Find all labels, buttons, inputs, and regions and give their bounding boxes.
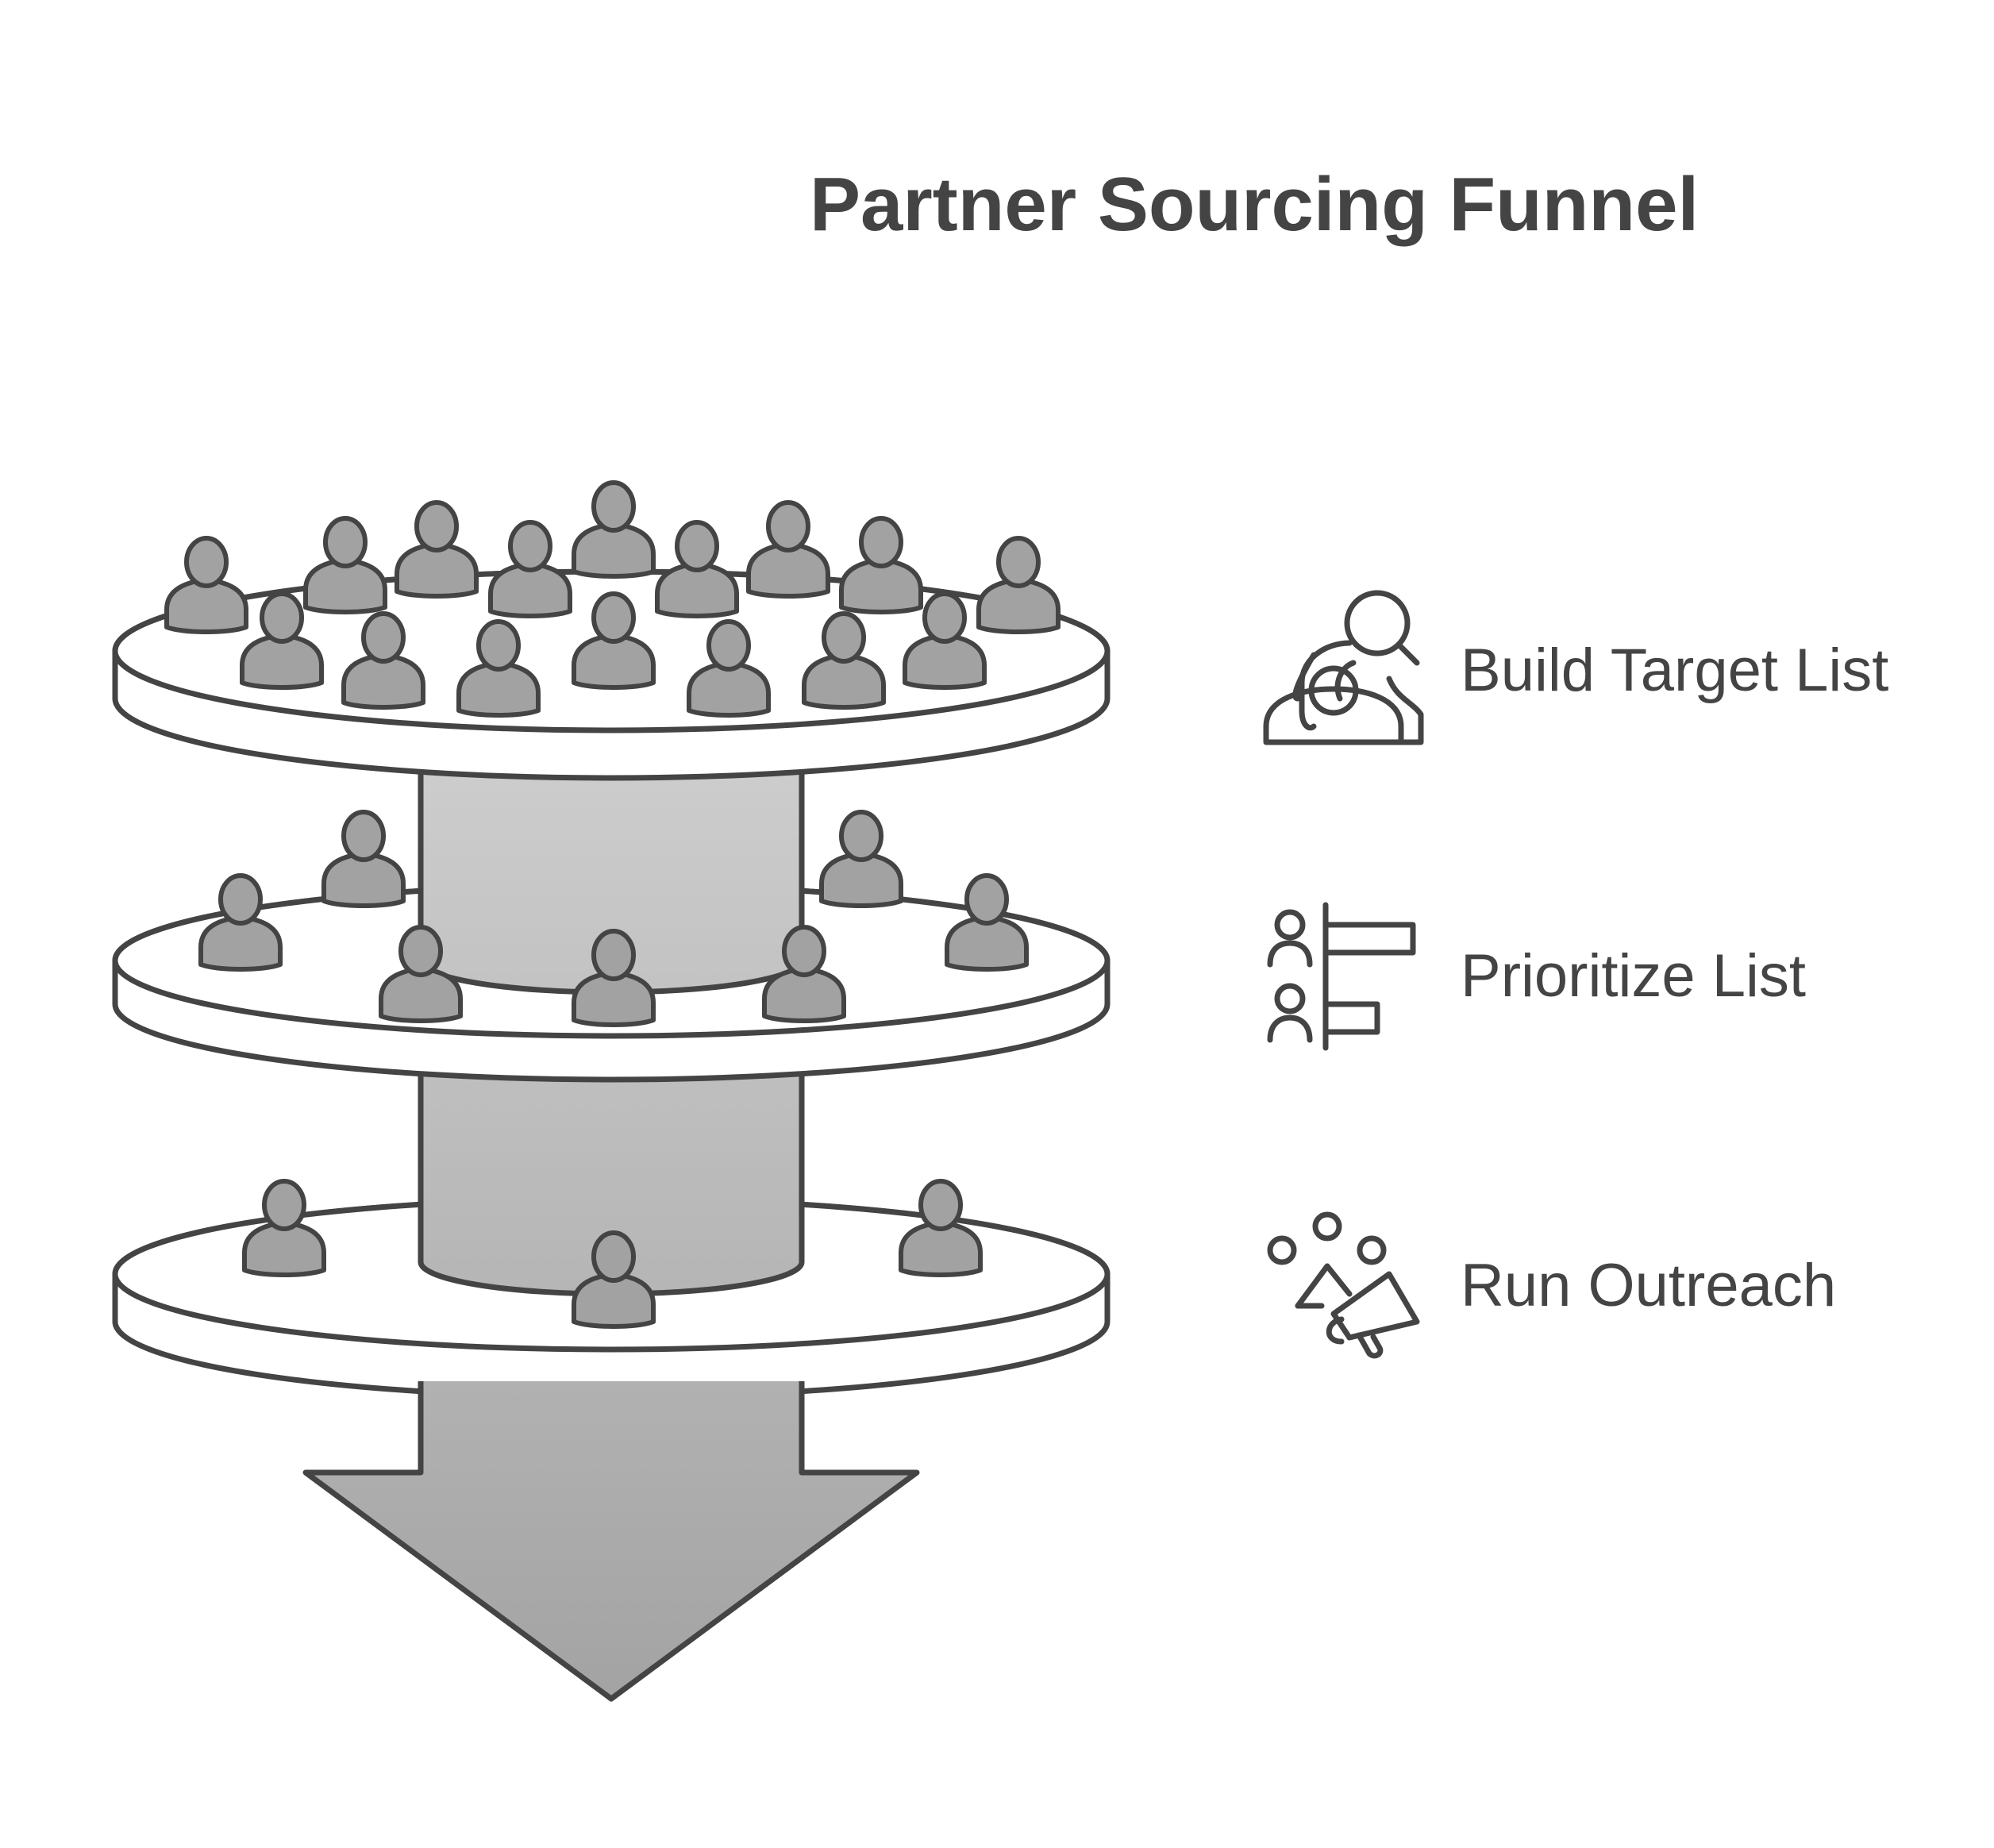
person-icon [839,516,923,614]
person-icon [903,591,987,690]
person-icon [198,873,283,972]
person-icon [321,810,406,908]
person-icon [572,1230,656,1329]
person-icon [395,500,479,599]
user-ranking-icon [1267,902,1416,1051]
person-icon [456,619,541,718]
person-icon [802,611,886,710]
user-search-icon [1263,590,1424,745]
person-icon [572,480,656,579]
person-icon [303,516,387,614]
person-icon [240,591,324,690]
person-icon [899,1179,983,1277]
person-icon [746,500,830,599]
step-label-prioritize-list: Prioritize List [1461,942,1806,1010]
person-icon [762,925,846,1023]
person-icon [819,810,903,908]
diagram-title: Partner Sourcing Funnel [810,162,1699,247]
person-icon [164,536,248,634]
person-icon [341,611,425,710]
person-icon [242,1179,326,1277]
funnel-output-arrow [302,1381,920,1702]
person-icon [687,619,771,718]
step-label-run-outreach: Run Outreach [1461,1252,1836,1319]
person-icon [572,591,656,690]
person-icon [945,873,1029,972]
step-label-build-target-list: Build Target List [1461,637,1888,704]
funnel-graphic [112,480,1111,1702]
person-icon [488,520,572,618]
person-icon [655,520,739,618]
person-icon [572,929,656,1027]
person-icon [379,925,463,1023]
person-icon [976,536,1061,634]
megaphone-people-icon [1267,1211,1420,1359]
funnel-people [164,480,1061,1329]
